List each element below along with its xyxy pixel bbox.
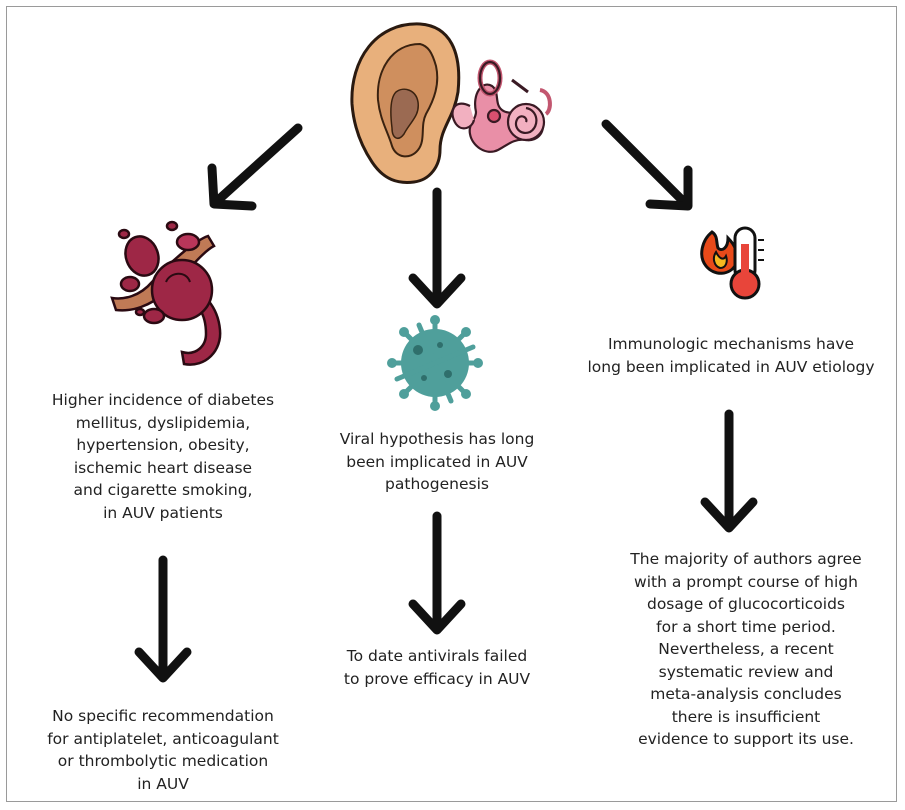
text-line: Nevertheless, a recent [596, 638, 896, 661]
text-line: in AUV [0, 773, 326, 796]
text-line: with a prompt course of high [596, 571, 896, 594]
text-line: evidence to support its use. [596, 728, 896, 751]
text-line: long been implicated in AUV etiology [566, 356, 896, 379]
arrow-to-left-branch [212, 128, 298, 206]
text-line: Immunologic mechanisms have [566, 333, 896, 356]
text-line: for antiplatelet, anticoagulant [0, 728, 326, 751]
text-line: and cigarette smoking, [0, 479, 326, 502]
text-line: dosage of glucocorticoids [596, 593, 896, 616]
text-line: in AUV patients [0, 502, 326, 525]
text-line: ischemic heart disease [0, 457, 326, 480]
text-line: been implicated in AUV [297, 451, 577, 474]
text-line: No specific recommendation [0, 705, 326, 728]
text-line: mellitus, dyslipidemia, [0, 412, 326, 435]
text-line: To date antivirals failed [297, 645, 577, 668]
text-line: to prove efficacy in AUV [297, 668, 577, 691]
arrow-to-center-branch [413, 192, 461, 304]
arrow-center-down [413, 516, 461, 630]
arrow-to-right-branch [606, 124, 688, 206]
text-line: The majority of authors agree [596, 548, 896, 571]
text-line: for a short time period. [596, 616, 896, 639]
thermometer-fire-icon [702, 228, 764, 298]
text-line: meta-analysis concludes [596, 683, 896, 706]
text-line: there is insufficient [596, 706, 896, 729]
virus-icon [387, 315, 483, 411]
blood-vessel-icon [112, 222, 220, 365]
arrow-right-down [705, 414, 753, 528]
text-line: or thrombolytic medication [0, 750, 326, 773]
text-line: Viral hypothesis has long [297, 428, 577, 451]
text-line: pathogenesis [297, 473, 577, 496]
ear-icon [352, 24, 459, 183]
text-line: Higher incidence of diabetes [0, 389, 326, 412]
inner-ear-icon [452, 62, 549, 152]
text-line: systematic review and [596, 661, 896, 684]
arrow-left-down [139, 560, 187, 678]
text-line: hypertension, obesity, [0, 434, 326, 457]
